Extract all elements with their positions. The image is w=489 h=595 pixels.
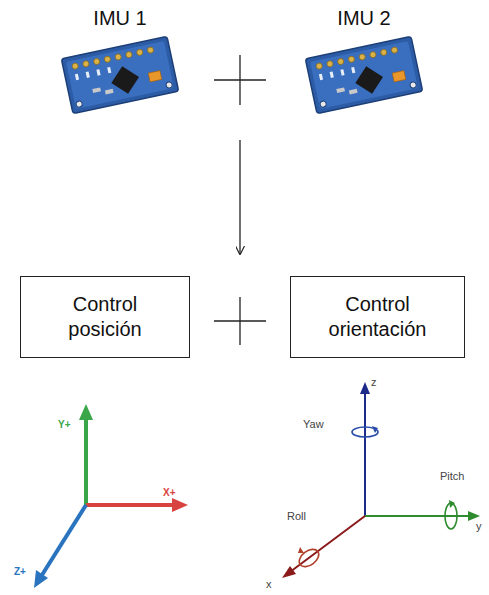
axis-label: Z+ bbox=[14, 566, 26, 577]
axis-label: X+ bbox=[163, 487, 176, 498]
module-heading: IMU 1 bbox=[62, 6, 178, 31]
box-label: Control posición bbox=[40, 292, 170, 342]
axis-label: z bbox=[371, 376, 377, 388]
axis-label: y bbox=[476, 520, 482, 532]
sensor-module: IMU 1 bbox=[62, 6, 178, 110]
module-heading: IMU 2 bbox=[306, 6, 422, 31]
rotation-label: Roll bbox=[287, 510, 306, 522]
process-box: Control posición bbox=[20, 276, 190, 358]
axis-label: Y+ bbox=[58, 419, 71, 430]
axis-label: x bbox=[266, 578, 272, 590]
sensor-module: IMU 2 bbox=[306, 6, 422, 110]
box-label: Control orientación bbox=[313, 292, 443, 342]
rotation-label: Yaw bbox=[303, 418, 324, 430]
process-box: Control orientación bbox=[290, 276, 465, 358]
rotation-label: Pitch bbox=[440, 470, 464, 482]
